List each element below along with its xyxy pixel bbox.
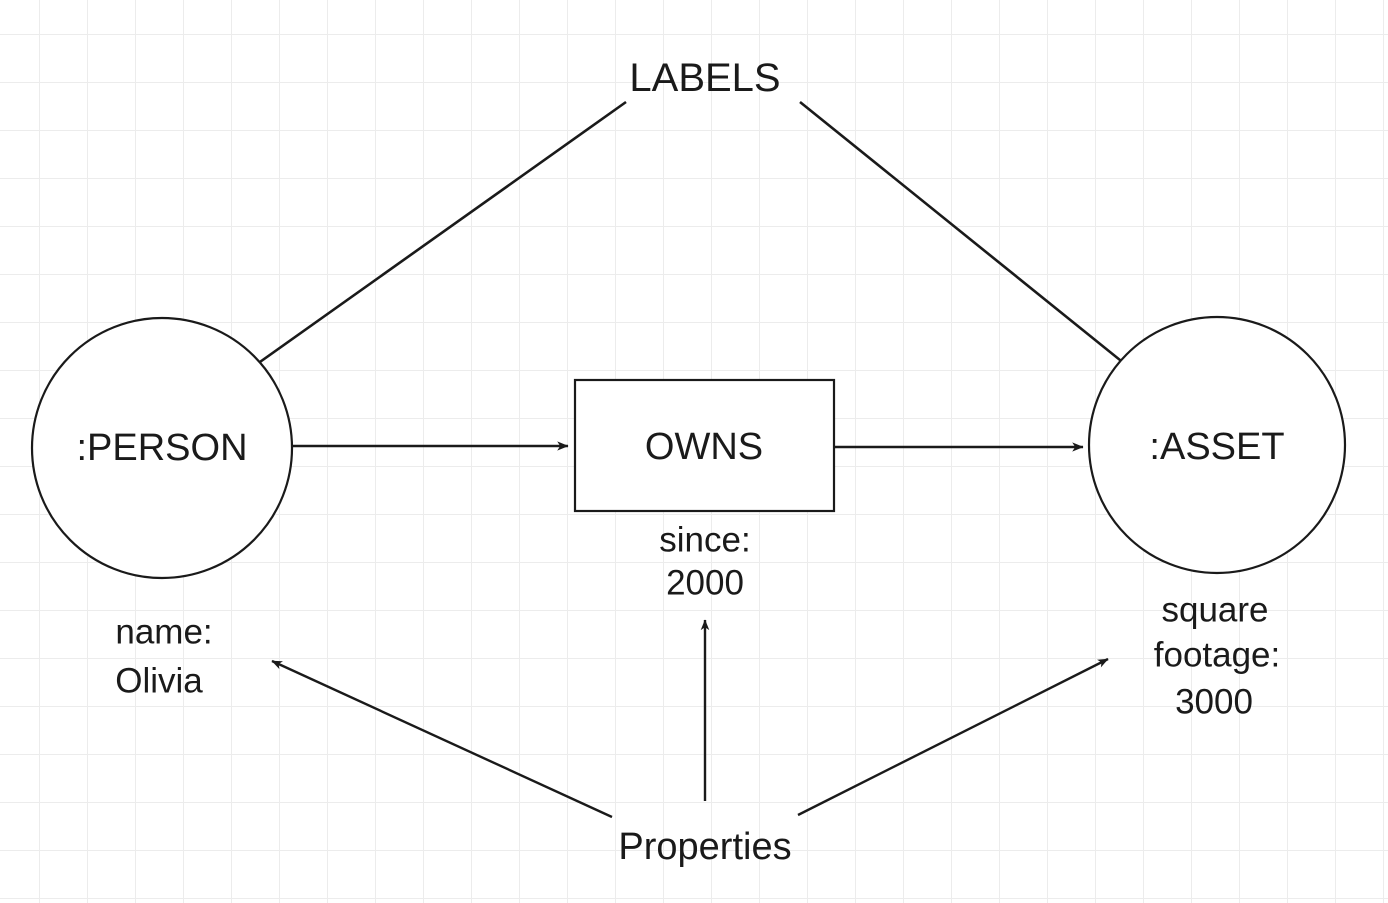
person-circle[interactable] [30,316,294,580]
person-property-value: Olivia [115,662,203,701]
labels-heading: LABELS [629,56,780,100]
node-asset[interactable]: :ASSET [1087,315,1347,575]
owns-property-value: 2000 [666,564,744,603]
annotation-edge-labels-to-asset [799,100,1178,408]
annotation-edge-properties-to-asset-property [797,657,1109,817]
annotation-edge-properties-to-person-property [271,659,613,819]
asset-property-key-line1: square [1161,591,1268,630]
asset-label: :ASSET [1149,426,1284,468]
person-label: :PERSON [76,427,247,469]
asset-property-value: 3000 [1175,683,1253,722]
node-person[interactable]: :PERSON [30,316,294,580]
properties-heading: Properties [618,826,791,868]
annotation-edge-labels-to-person [204,100,627,403]
property-label-person: name: Olivia [115,613,212,701]
owns-label: OWNS [645,426,763,468]
node-owns[interactable]: OWNS [573,378,836,513]
owns-rectangle[interactable] [573,378,836,513]
property-label-asset: square footage: 3000 [1154,591,1281,722]
asset-property-key-line2: footage: [1154,636,1281,675]
property-label-owns: since: 2000 [659,521,750,603]
asset-circle[interactable] [1087,315,1347,575]
owns-property-key: since: [659,521,750,560]
person-property-key: name: [115,613,212,652]
